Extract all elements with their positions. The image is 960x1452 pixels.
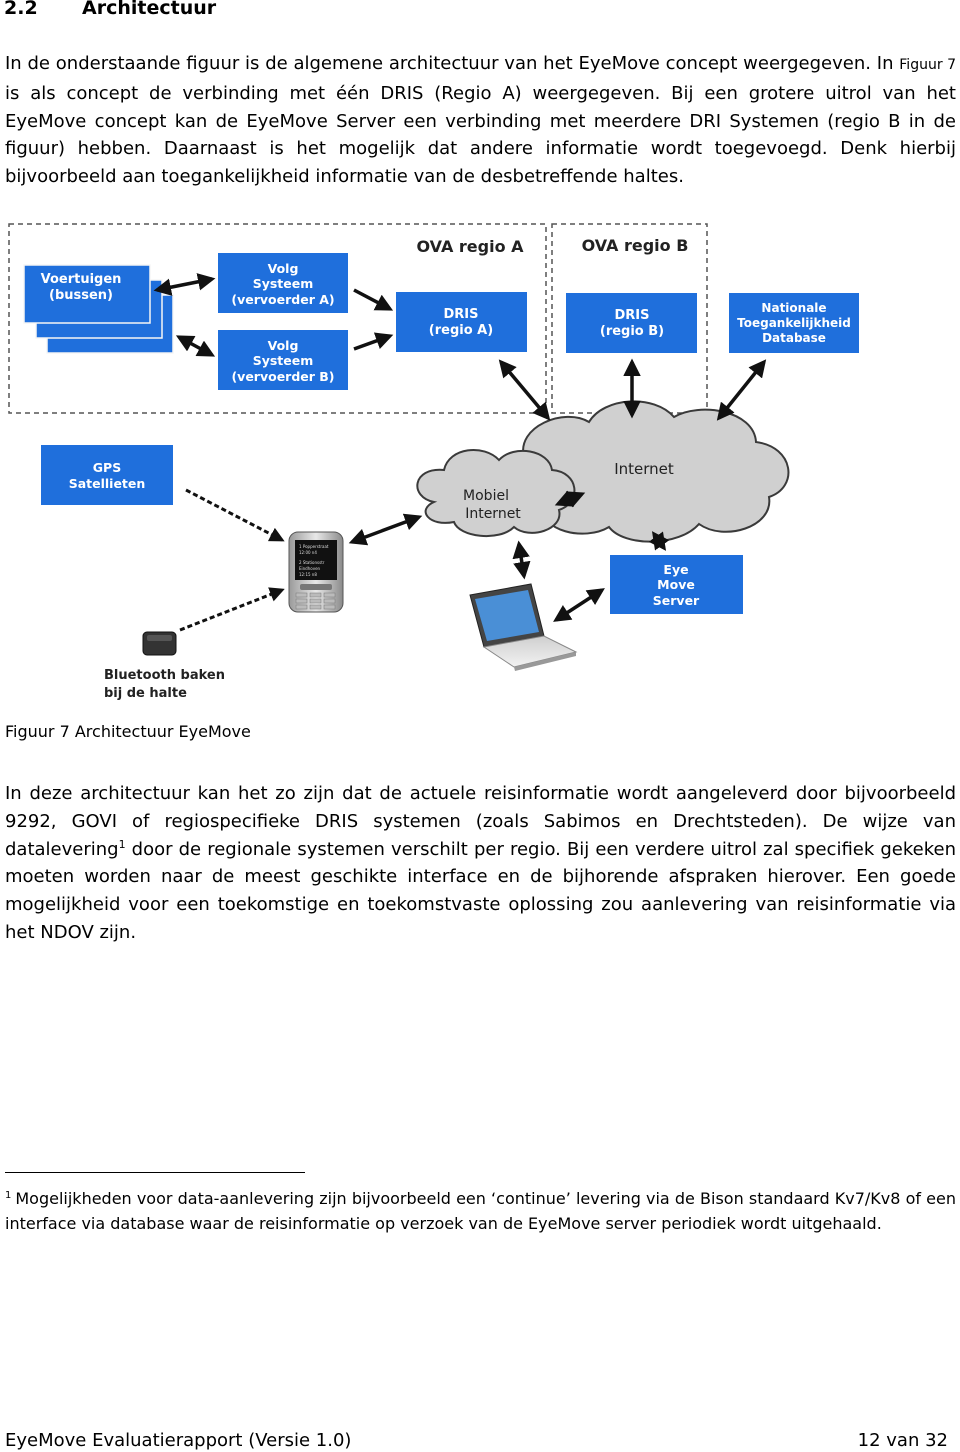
arrow-gps-phone bbox=[185, 488, 285, 542]
mobile-internet-cloud: Mobiel Internet bbox=[416, 449, 576, 538]
body2-text-1: In deze architectuur kan het zo zijn dat… bbox=[5, 783, 956, 860]
section-heading: 2.2 Architectuur bbox=[4, 0, 216, 19]
intro-text-1: In de onderstaande figuur is de algemene… bbox=[5, 53, 900, 74]
bluetooth-label-2: bij de halte bbox=[104, 686, 187, 701]
dris-a-label-2: (regio A) bbox=[429, 323, 493, 338]
architecture-diagram: OVA regio A OVA regio B Voertuigen (buss… bbox=[8, 223, 859, 701]
phone-screen-3: 2 Stationsstr bbox=[299, 560, 325, 565]
arrow-volg-b-dris-a bbox=[353, 332, 394, 351]
arrow-laptop-eyemove bbox=[553, 588, 605, 622]
footnote-separator bbox=[5, 1172, 305, 1173]
arrow-volg-a-dris-a bbox=[353, 288, 394, 311]
arrow-database-internet bbox=[716, 359, 767, 421]
dris-b-box: DRIS (regio B) bbox=[566, 293, 697, 353]
vehicles-box: Voertuigen (bussen) bbox=[23, 264, 174, 354]
internet-label: Internet bbox=[614, 460, 674, 478]
region-a-box bbox=[8, 223, 547, 414]
gps-label-1: GPS bbox=[93, 460, 121, 475]
volg-a-label-2: Systeem bbox=[253, 276, 314, 291]
intro-text-2: is als concept de verbinding met één DRI… bbox=[5, 82, 956, 188]
arrow-beacon-phone bbox=[179, 587, 285, 632]
vehicles-label-2: (bussen) bbox=[49, 288, 113, 303]
volg-b-label-1: Volg bbox=[268, 338, 299, 353]
ntd-label-2: Toegankelijkheid bbox=[737, 316, 851, 330]
footnote-number: 1 bbox=[5, 1190, 12, 1201]
bluetooth-label-1: Bluetooth baken bbox=[104, 668, 225, 683]
section-title: Architectuur bbox=[82, 0, 217, 19]
dris-a-box: DRIS (regio A) bbox=[396, 292, 527, 352]
gps-label-2: Satellieten bbox=[69, 476, 146, 491]
dris-a-label-1: DRIS bbox=[443, 307, 478, 322]
architecture-paragraph: In deze architectuur kan het zo zijn dat… bbox=[5, 780, 956, 947]
region-a-title: OVA regio A bbox=[416, 237, 524, 256]
section-number: 2.2 bbox=[4, 0, 38, 19]
eyemove-label-1: Eye bbox=[663, 562, 688, 577]
arrow-internet-eyemove bbox=[648, 531, 670, 551]
accessibility-database-box: Nationale Toegankelijkheid Database bbox=[729, 293, 859, 353]
volg-b-label-3: (vervoerder B) bbox=[231, 369, 334, 384]
footer-page-number: 12 van 32 bbox=[857, 1430, 948, 1451]
intro-paragraph: In de onderstaande figuur is de algemene… bbox=[5, 50, 956, 191]
gps-box: GPS Satellieten bbox=[41, 445, 173, 505]
arrow-mobile-laptop bbox=[512, 540, 531, 580]
arrow-mobile-phone bbox=[348, 513, 423, 546]
volg-systeem-a-box: Volg Systeem (vervoerder A) bbox=[218, 253, 348, 313]
arrow-vehicles-volg-b bbox=[175, 335, 216, 357]
phone-screen-4: Eindhoven bbox=[299, 566, 321, 571]
body2-text-2: door de regionale systemen verschilt per… bbox=[5, 838, 956, 943]
dris-b-label-2: (regio B) bbox=[600, 324, 664, 339]
volg-a-label-3: (vervoerder A) bbox=[231, 292, 334, 307]
eyemove-label-3: Server bbox=[653, 593, 700, 608]
arrow-dris-a-internet bbox=[498, 359, 551, 421]
volg-a-label-1: Volg bbox=[268, 261, 299, 276]
footer-document-title: EyeMove Evaluatierapport (Versie 1.0) bbox=[5, 1430, 352, 1451]
phone-screen-2: 12:00 n4 bbox=[299, 550, 317, 555]
vehicles-label-1: Voertuigen bbox=[41, 272, 122, 287]
mobiel-label-2: Internet bbox=[465, 506, 521, 522]
volg-b-label-2: Systeem bbox=[253, 353, 314, 368]
ntd-label-1: Nationale bbox=[761, 301, 826, 315]
wireless-arrows bbox=[179, 488, 285, 632]
footnote-marker[interactable]: 1 bbox=[118, 837, 126, 851]
bluetooth-beacon-icon bbox=[142, 631, 177, 656]
footnote-text: Mogelijkheden voor data-aanlevering zijn… bbox=[5, 1189, 956, 1233]
region-b-title: OVA regio B bbox=[582, 236, 689, 255]
figure-reference: Figuur 7 bbox=[899, 57, 956, 73]
connection-arrows bbox=[153, 273, 767, 622]
dris-b-label-1: DRIS bbox=[614, 308, 649, 323]
ntd-label-3: Database bbox=[762, 331, 826, 345]
arrow-vehicles-volg-a bbox=[153, 273, 216, 296]
mobiel-label-1: Mobiel bbox=[463, 488, 509, 504]
figure-caption: Figuur 7 Architectuur EyeMove bbox=[5, 722, 251, 741]
mobile-phone-icon: 1 Popperstraat 12:00 n4 2 Stationsstr Ei… bbox=[288, 531, 344, 613]
eyemove-label-2: Move bbox=[657, 577, 695, 592]
volg-systeem-b-box: Volg Systeem (vervoerder B) bbox=[218, 330, 348, 390]
laptop-icon bbox=[469, 583, 578, 671]
phone-screen-1: 1 Popperstraat bbox=[299, 544, 329, 549]
arrow-mobile-internet bbox=[554, 490, 586, 508]
phone-screen-5: 12:15 n8 bbox=[299, 572, 317, 577]
page-footer: EyeMove Evaluatierapport (Versie 1.0) 12… bbox=[5, 1430, 948, 1451]
eyemove-server-box: Eye Move Server bbox=[610, 555, 743, 614]
